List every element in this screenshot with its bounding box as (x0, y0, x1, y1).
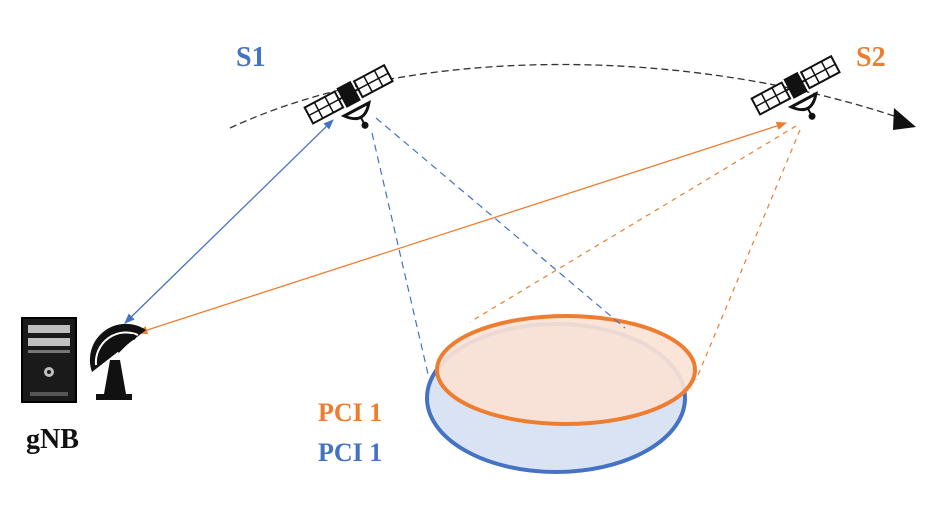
satellite-icon (750, 54, 841, 120)
s2-beam-right (695, 129, 801, 381)
s1-beam-left (371, 132, 429, 375)
s2-beam-left (469, 125, 797, 323)
s1-label: S1 (236, 42, 266, 73)
s1-beam-right (375, 117, 626, 329)
s1-feeder-link (124, 119, 334, 324)
orbit-path (229, 63, 901, 129)
pci-s1-label: PCI 1 (318, 438, 382, 467)
pci-s2-label: PCI 1 (318, 398, 382, 427)
satellite-icon (303, 63, 394, 129)
server-icon (21, 317, 77, 403)
gnb-label: gNB (26, 424, 79, 455)
orbit-direction-arrow-icon (893, 108, 916, 130)
satellite-dish-icon (89, 323, 146, 400)
footprint-s2 (435, 314, 697, 426)
s2-feeder-link (137, 121, 787, 335)
s2-label: S2 (856, 42, 886, 73)
